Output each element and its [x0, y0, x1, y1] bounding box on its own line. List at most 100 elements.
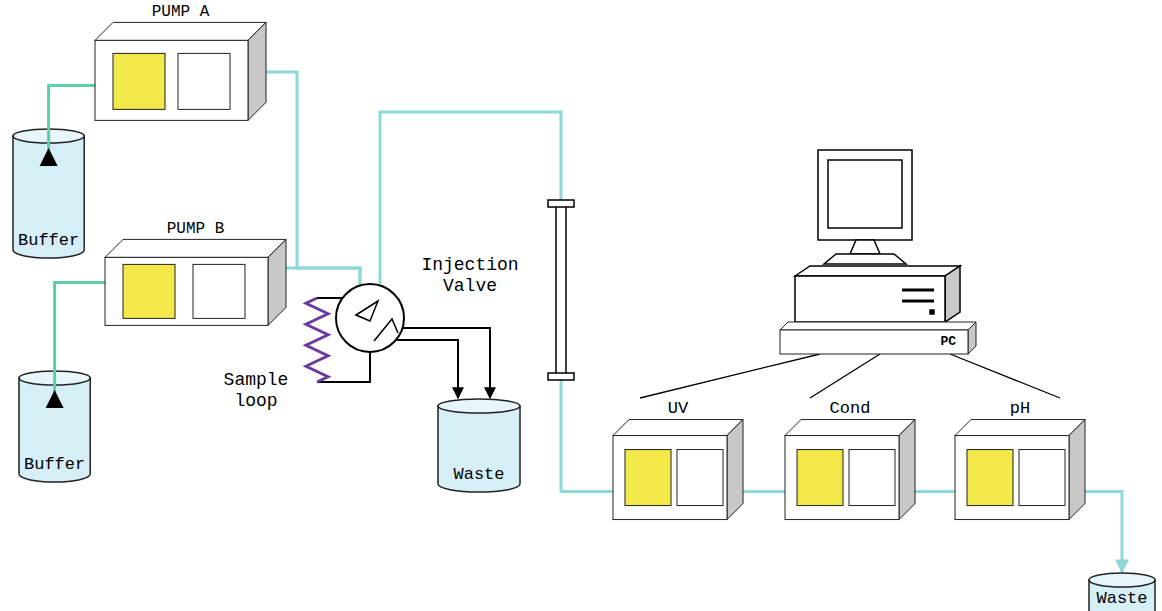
text-holder: Buffer [18, 454, 91, 476]
flow-line [380, 112, 613, 492]
slab-side [968, 322, 976, 354]
text-holder: Cond [785, 398, 915, 420]
box-top [95, 22, 266, 40]
node-label: Cond [830, 399, 871, 419]
text-holder: UV [613, 398, 743, 420]
node-label: Buffer [18, 231, 79, 251]
reservoir-bottle: Buffer [12, 128, 85, 258]
reservoir-bottle: Buffer [18, 370, 91, 482]
text-holder: Waste [1088, 588, 1156, 610]
flow-line [640, 354, 820, 398]
box-side [268, 239, 286, 325]
node-label: PUMP B [167, 220, 225, 238]
box-side [899, 420, 915, 520]
bottle-top [1089, 573, 1155, 587]
flow-line [396, 340, 458, 398]
sample-loop-coil [306, 298, 328, 382]
power-led [930, 310, 934, 314]
box-side [727, 420, 743, 520]
drive-slot [902, 300, 934, 303]
instrument-box: PUMP B [105, 219, 286, 325]
text-holder: Injection Valve [410, 255, 530, 296]
column-tube [556, 206, 566, 374]
control-panel [677, 450, 723, 506]
text-holder: Waste [437, 464, 521, 486]
flow-line [49, 85, 95, 128]
text-holder: Buffer [12, 230, 85, 252]
inlet-filter [40, 148, 58, 166]
bottle-body [19, 378, 90, 482]
inlet-filter [46, 390, 64, 408]
bottle-body [13, 136, 84, 258]
flow-line [402, 328, 490, 398]
text-holder: PC [940, 330, 956, 354]
node-label: pH [1010, 399, 1030, 419]
flow-line [743, 490, 785, 493]
reservoir-bottle: Waste [1088, 572, 1156, 611]
flow-line [810, 354, 880, 398]
box-front [785, 436, 899, 520]
box-top [785, 420, 915, 436]
box-front [955, 436, 1069, 520]
flow-line [915, 490, 955, 493]
box-front [105, 257, 268, 325]
monitor-frame [818, 150, 912, 240]
box-side [248, 22, 266, 120]
text-holder: pH [955, 398, 1085, 420]
injection-valve: Injection Valve [334, 255, 530, 353]
flow-line [950, 354, 1060, 398]
box-top [105, 239, 286, 257]
instrument-box: Cond [785, 398, 915, 520]
flow-line [55, 282, 105, 370]
display-panel [967, 450, 1013, 506]
slab-top [780, 322, 976, 330]
instrument-box: PUMP A [95, 2, 266, 120]
bottle-top [438, 399, 520, 413]
bottle-body [438, 406, 520, 492]
drive-slot [902, 289, 934, 292]
text-holder: Sample loop [208, 370, 304, 411]
valve-rotor [356, 301, 398, 341]
instrument-box: pH [955, 398, 1085, 520]
control-panel [1019, 450, 1065, 506]
flow-line [1085, 492, 1122, 572]
text-holder: PUMP A [95, 2, 266, 22]
node-label: Injection Valve [410, 255, 530, 296]
case-side [945, 266, 960, 322]
flow-line [286, 268, 360, 286]
control-panel [178, 53, 230, 109]
node-label: PC [940, 335, 956, 350]
box-top [613, 420, 743, 436]
display-panel [123, 264, 175, 318]
slab-front [780, 330, 968, 354]
loop-wire [317, 297, 345, 299]
case-top [795, 266, 960, 276]
pc-unit: PC [780, 322, 976, 354]
computer [795, 150, 960, 322]
box-front [613, 436, 727, 520]
display-panel [113, 53, 165, 109]
case-front [795, 276, 945, 322]
text-holder: PUMP B [105, 219, 286, 239]
node-label: Waste [453, 465, 504, 485]
column-cap [548, 200, 574, 207]
box-front [95, 40, 248, 120]
part-label: Sample loop [208, 370, 304, 411]
node-label: Buffer [24, 455, 85, 475]
control-panel [193, 264, 245, 318]
instrument-box: UV [613, 398, 743, 520]
box-top [955, 420, 1085, 436]
valve-body [336, 284, 404, 352]
node-label: PUMP A [152, 3, 210, 21]
column [548, 200, 574, 380]
node-label: UV [668, 399, 688, 419]
display-panel [625, 450, 671, 506]
monitor-screen [828, 160, 902, 228]
monitor-base [824, 254, 906, 264]
control-panel [849, 450, 895, 506]
column-cap [548, 373, 574, 380]
node-label: Waste [1096, 589, 1147, 609]
display-panel [797, 450, 843, 506]
